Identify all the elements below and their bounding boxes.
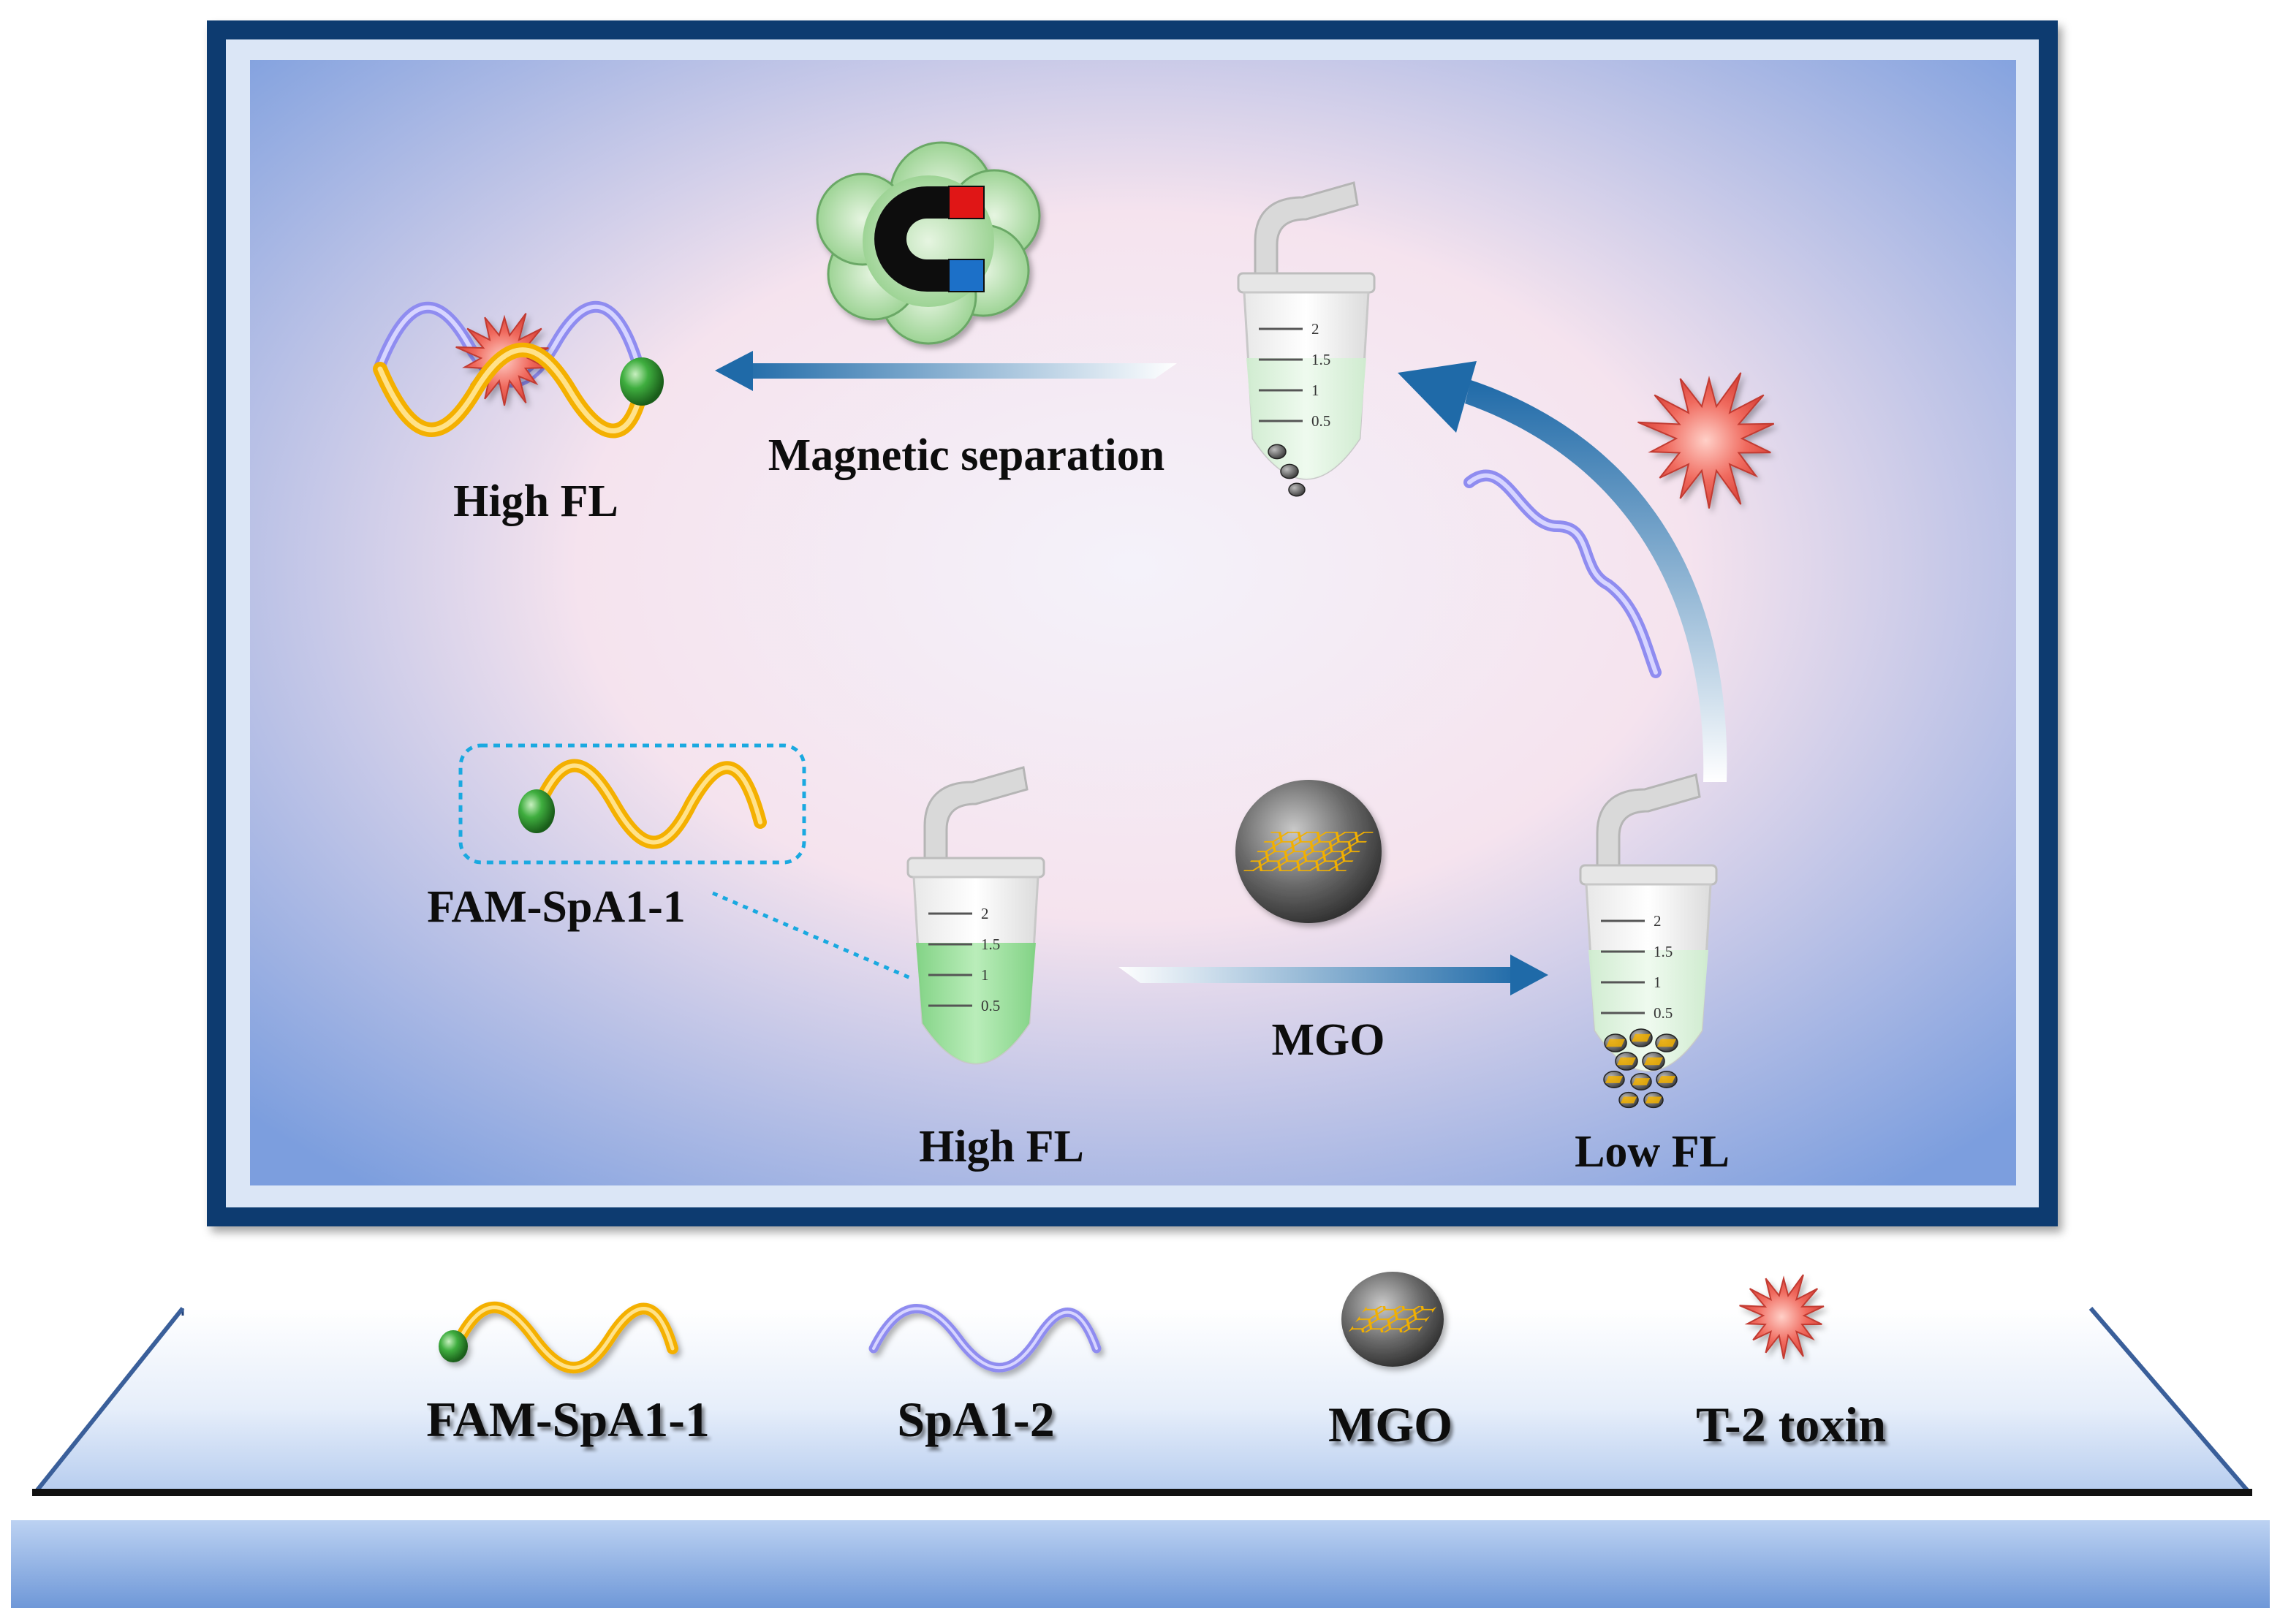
tube-scale-label: 1.5 <box>1311 351 1330 368</box>
legend-label-mgo: MGO <box>1328 1397 1453 1452</box>
magnet-icon <box>874 186 985 292</box>
tube-scale-label: 1 <box>1654 974 1662 991</box>
tube-scale-label: 0.5 <box>1311 412 1330 430</box>
tube-scale-label: 1.5 <box>1654 943 1673 960</box>
legend-icon-fam-spa1-1 <box>439 1301 678 1374</box>
tube-scale-label: 0.5 <box>981 997 1000 1014</box>
target-binding-curved-arrow <box>1398 361 1727 782</box>
magnet-cloud-icon <box>816 141 1041 345</box>
tube-after-toxin: 2 1.5 1 0.5 <box>1237 181 1376 497</box>
legend-label-spa1-2: SpA1-2 <box>897 1392 1055 1447</box>
tube-scale-label: 0.5 <box>1654 1004 1673 1022</box>
tube-initial-high-fl: 2 1.5 1 0.5 <box>906 766 1045 1065</box>
label-high-fl-separated: High FL <box>453 477 618 526</box>
fluorophore-icon <box>620 357 664 406</box>
free-spa1-2-strand <box>1463 469 1662 678</box>
tube-scale-label: 2 <box>981 905 989 922</box>
scene-background <box>250 60 2016 1185</box>
legend-label-t2-toxin: T-2 toxin <box>1695 1397 1887 1452</box>
mgo-particle-icon <box>1235 780 1382 923</box>
tube-low-fl: 2 1.5 1 0.5 <box>1579 773 1718 1109</box>
t2-toxin-star-icon <box>1637 372 1775 509</box>
label-low-fl: Low FL <box>1575 1127 1730 1177</box>
label-mgo-step: MGO <box>1271 1015 1385 1065</box>
legend-label-fam-spa1-1: FAM-SpA1-1 <box>426 1392 710 1447</box>
label-fam-spa1-1-probe: FAM-SpA1-1 <box>427 882 686 932</box>
legend-icon-mgo <box>1341 1272 1444 1367</box>
legend-icon-t2-toxin <box>1739 1274 1825 1359</box>
legend-platform <box>11 1307 2270 1608</box>
callout-line <box>712 891 914 982</box>
probe-inset <box>458 743 914 982</box>
magnetic-separation-arrow <box>715 351 1177 391</box>
tube-scale-label: 1.5 <box>981 936 1000 953</box>
tube-scale-label: 1 <box>1311 382 1319 399</box>
tube-scale-label: 2 <box>1654 912 1662 930</box>
fluorophore-icon <box>518 789 555 833</box>
label-high-fl-initial: High FL <box>919 1122 1084 1172</box>
label-magnetic-separation: Magnetic separation <box>768 430 1165 480</box>
released-duplex-with-toxin <box>373 300 664 439</box>
tube-scale-label: 1 <box>981 966 989 984</box>
mgo-addition-arrow <box>1118 955 1548 995</box>
legend-icon-spa1-2 <box>868 1304 1102 1373</box>
tube-scale-label: 2 <box>1311 320 1319 338</box>
